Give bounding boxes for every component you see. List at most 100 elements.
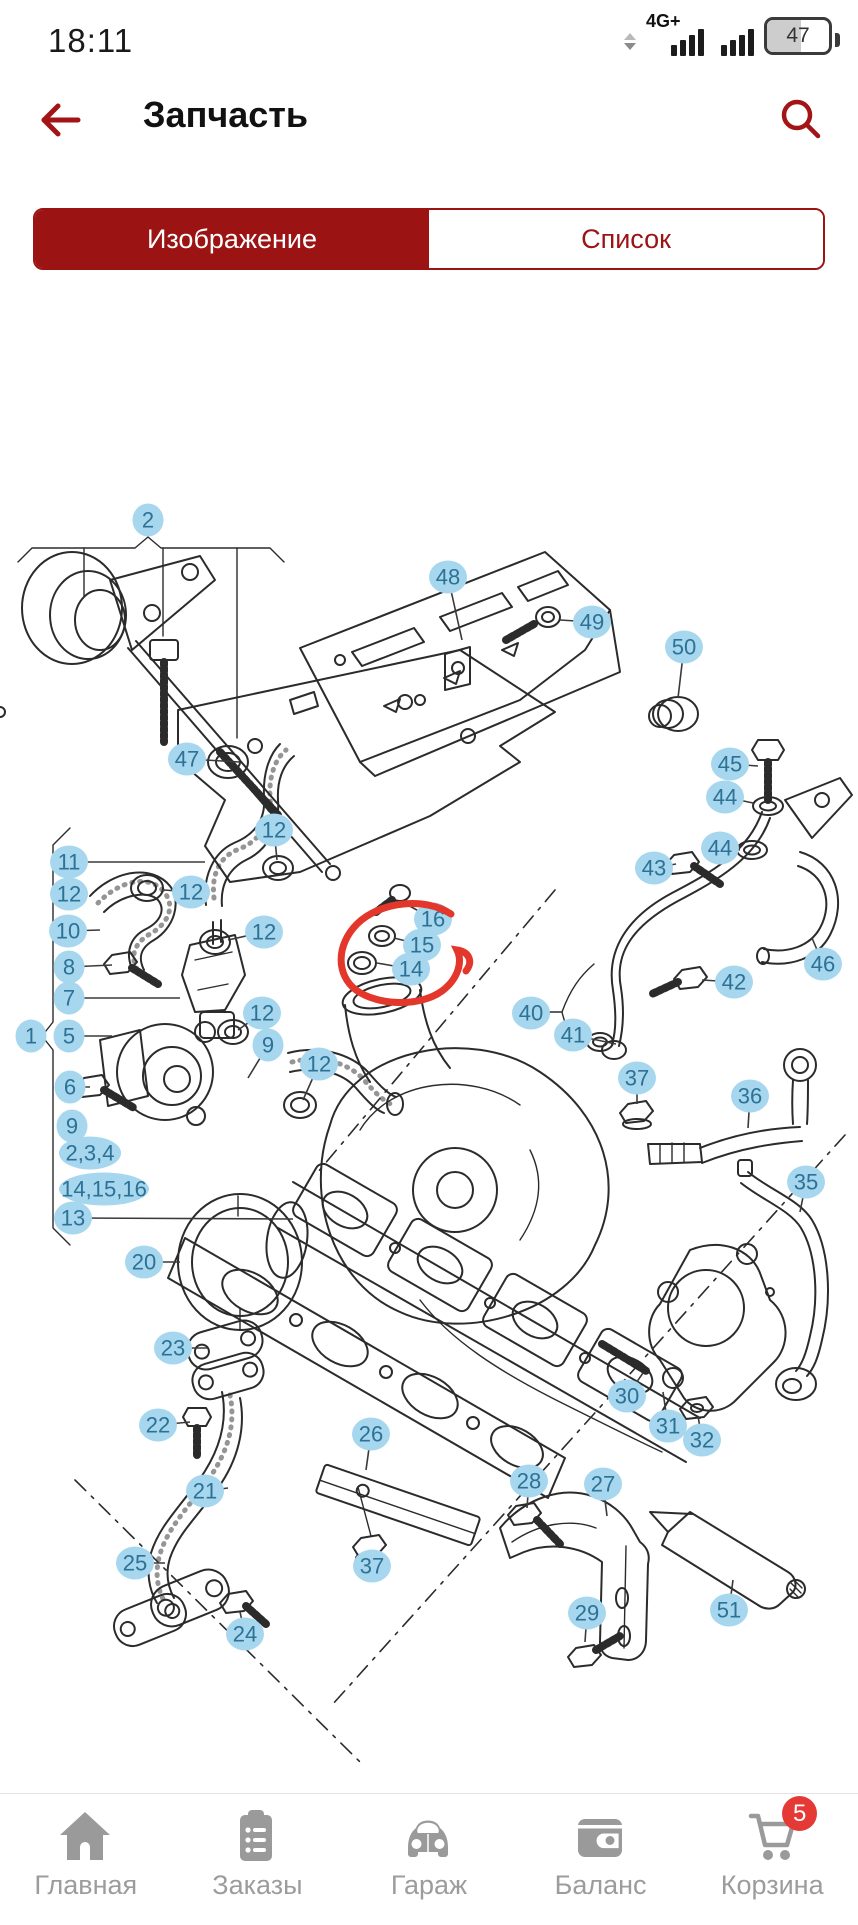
part-callout[interactable]: 49 [573, 605, 611, 639]
part-callout[interactable]: 21 [186, 1474, 224, 1508]
part-callout[interactable]: 27 [584, 1467, 622, 1501]
part-callout[interactable]: 6 [54, 1070, 86, 1104]
part-callout[interactable]: 12 [255, 813, 293, 847]
svg-text:2: 2 [142, 508, 154, 533]
svg-text:26: 26 [359, 1422, 383, 1447]
svg-text:23: 23 [161, 1336, 185, 1361]
svg-text:50: 50 [672, 635, 696, 660]
part-callout[interactable]: 45 [711, 747, 749, 781]
svg-text:1: 1 [25, 1024, 37, 1049]
part-callout[interactable]: 35 [787, 1165, 825, 1199]
part-callout[interactable]: 28 [510, 1464, 548, 1498]
part-callout[interactable]: 24 [226, 1617, 264, 1651]
battery-level: 47 [786, 24, 810, 47]
annotation-circle [337, 900, 474, 1006]
part-callout[interactable]: 48 [429, 560, 467, 594]
nav-item-balance[interactable]: Баланс [515, 1794, 687, 1920]
part-callout[interactable]: 44 [701, 831, 739, 865]
part-callout[interactable]: 12 [300, 1047, 338, 1081]
nav-label: Баланс [554, 1870, 647, 1900]
part-callout[interactable]: 9 [252, 1028, 284, 1062]
part-callout[interactable]: 42 [715, 965, 753, 999]
part-callout[interactable]: 14,15,16 [59, 1172, 149, 1206]
part-callout[interactable]: 9 [56, 1109, 88, 1143]
nav-label: Гараж [390, 1870, 468, 1900]
part-callout[interactable]: 12 [50, 877, 88, 911]
svg-text:12: 12 [262, 818, 286, 843]
part-callout[interactable]: 10 [49, 914, 87, 948]
svg-text:8: 8 [63, 955, 75, 980]
part-callout[interactable]: 8 [53, 950, 85, 984]
svg-text:12: 12 [252, 920, 276, 945]
network-type-label: 4G+ [646, 11, 681, 31]
nav-label: Главная [34, 1870, 138, 1900]
svg-text:29: 29 [575, 1601, 599, 1626]
svg-text:27: 27 [591, 1472, 615, 1497]
svg-text:47: 47 [175, 747, 199, 772]
part-callout[interactable]: 29 [568, 1596, 606, 1630]
part-callout[interactable]: 1 [15, 1019, 47, 1053]
tab-image[interactable]: Изображение [35, 210, 429, 268]
part-callout[interactable]: 14 [392, 952, 430, 986]
part-callout[interactable]: 36 [731, 1079, 769, 1113]
part-callout[interactable]: 11 [50, 845, 88, 879]
part-callout[interactable]: 13 [54, 1201, 92, 1235]
part-callout[interactable]: 47 [168, 742, 206, 776]
back-button[interactable] [34, 94, 86, 146]
part-callout[interactable]: 43 [635, 851, 673, 885]
page-title: Запчасть [143, 94, 309, 135]
signal-strength-icon-sim2 [714, 14, 754, 58]
part-callout[interactable]: 26 [352, 1417, 390, 1451]
svg-text:2,3,4: 2,3,4 [66, 1141, 115, 1166]
svg-text:51: 51 [717, 1598, 741, 1623]
search-button[interactable] [774, 92, 826, 144]
part-callout[interactable]: 12 [243, 996, 281, 1030]
part-callout[interactable]: 20 [125, 1245, 163, 1279]
svg-text:42: 42 [722, 970, 746, 995]
part-callout[interactable]: 32 [683, 1423, 721, 1457]
nav-item-orders[interactable]: Заказы [172, 1794, 344, 1920]
part-callout[interactable]: 37 [353, 1549, 391, 1583]
svg-text:9: 9 [262, 1033, 274, 1058]
part-callout[interactable]: 2 [132, 503, 164, 537]
svg-text:6: 6 [64, 1075, 76, 1100]
tab-list[interactable]: Список [429, 210, 823, 268]
part-callout[interactable]: 23 [154, 1331, 192, 1365]
part-callout[interactable]: 25 [116, 1546, 154, 1580]
svg-text:14: 14 [399, 957, 423, 982]
part-callout[interactable]: 50 [665, 630, 703, 664]
part-callout[interactable]: 31 [649, 1409, 687, 1443]
svg-text:40: 40 [519, 1001, 543, 1026]
data-activity-icon [624, 33, 636, 50]
part-callout[interactable]: 41 [554, 1018, 592, 1052]
part-callout[interactable]: 44 [706, 780, 744, 814]
view-mode-tabs: Изображение Список [33, 208, 825, 270]
part-callout[interactable]: 12 [245, 915, 283, 949]
search-icon [781, 99, 821, 139]
part-callout[interactable]: 46 [804, 947, 842, 981]
part-callout[interactable]: 5 [53, 1019, 85, 1053]
part-callout[interactable]: 37 [618, 1061, 656, 1095]
svg-text:32: 32 [690, 1428, 714, 1453]
status-bar: 18:11 4G+ 47 [0, 0, 858, 70]
svg-text:44: 44 [708, 836, 732, 861]
signal-strength-icon-sim1: 4G+ [646, 11, 704, 58]
part-callout[interactable]: 12 [172, 875, 210, 909]
svg-text:37: 37 [625, 1066, 649, 1091]
svg-text:12: 12 [179, 880, 203, 905]
part-callout[interactable]: 2,3,4 [59, 1136, 121, 1170]
nav-item-home[interactable]: Главная [0, 1794, 172, 1920]
part-callout[interactable]: 22 [139, 1408, 177, 1442]
nav-item-garage[interactable]: Гараж [343, 1794, 515, 1920]
svg-text:30: 30 [615, 1384, 639, 1409]
cart-badge: 5 [782, 1796, 818, 1831]
clock: 18:11 [48, 22, 134, 59]
part-callout[interactable]: 51 [710, 1593, 748, 1627]
part-callout[interactable]: 40 [512, 996, 550, 1030]
nav-item-cart[interactable]: 5 Корзина [686, 1794, 858, 1920]
part-callout[interactable]: 7 [53, 981, 85, 1015]
svg-text:28: 28 [517, 1469, 541, 1494]
part-callout[interactable]: 30 [608, 1379, 646, 1413]
